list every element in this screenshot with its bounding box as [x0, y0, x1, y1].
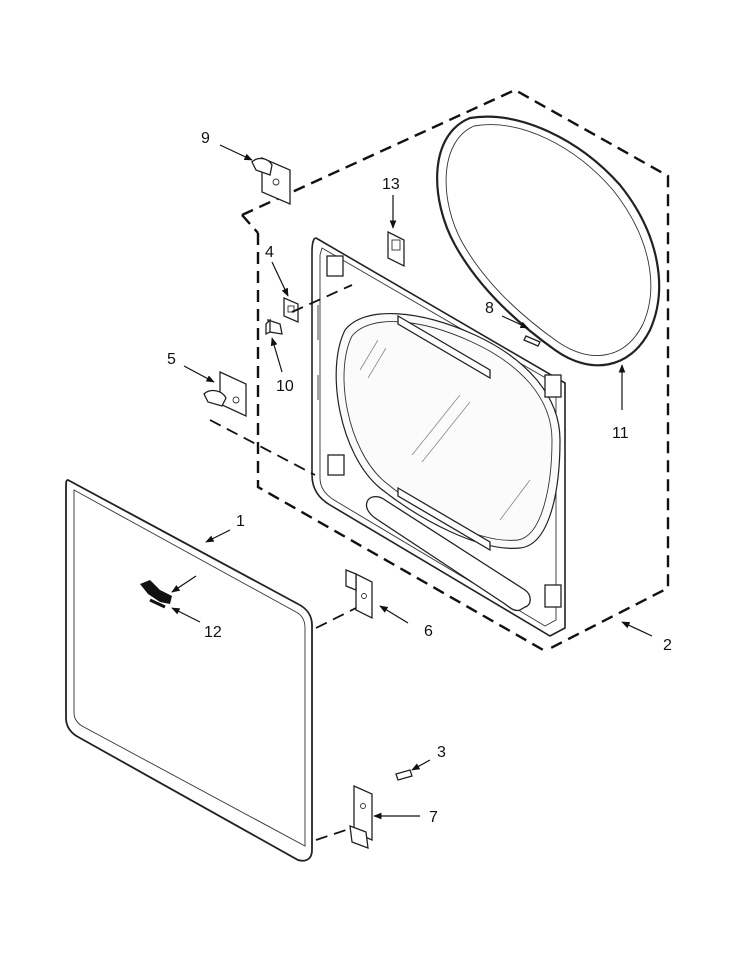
door-seal-gasket — [436, 115, 661, 367]
clip-part-13 — [387, 230, 405, 268]
callout-7: 7 — [429, 809, 438, 826]
strike-part-10 — [265, 318, 283, 336]
screw-part-3 — [395, 769, 413, 781]
bracket-part-9 — [251, 157, 291, 205]
callout-1: 1 — [236, 513, 245, 530]
assembly-dashed-outline — [241, 88, 670, 653]
door-inner-panel — [311, 237, 566, 637]
callout-labels: 9 13 4 8 10 5 11 1 12 6 2 3 7 — [167, 130, 672, 826]
callout-4: 4 — [265, 244, 274, 261]
logo-badge — [140, 580, 172, 609]
callout-3: 3 — [437, 744, 446, 761]
callout-8: 8 — [485, 300, 494, 317]
hinge-part-7 — [349, 784, 373, 849]
hinge-part-6 — [345, 569, 373, 620]
latch-part-4 — [283, 297, 299, 323]
callout-2: 2 — [663, 637, 672, 654]
callout-13: 13 — [382, 176, 400, 193]
callout-9: 9 — [201, 130, 210, 147]
callout-11: 11 — [612, 425, 629, 442]
callout-12: 12 — [204, 624, 222, 641]
hinge-bracket-part-5 — [203, 370, 247, 418]
callout-5: 5 — [167, 351, 176, 368]
screw-part-8 — [523, 335, 541, 347]
callout-10: 10 — [276, 378, 294, 395]
outer-door-panel — [65, 479, 313, 862]
leader-arrows — [171, 144, 653, 820]
callout-6: 6 — [424, 623, 433, 640]
alignment-lines — [209, 284, 357, 841]
